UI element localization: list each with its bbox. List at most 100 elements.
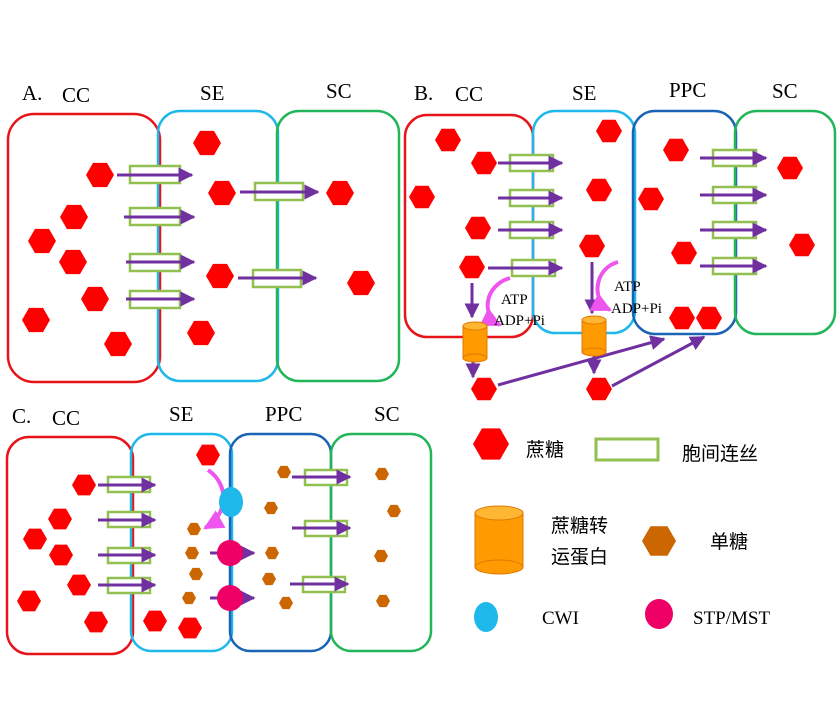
panel-a-sucrose-group [22, 130, 375, 357]
sucrose-molecule [596, 119, 622, 143]
sucrose-molecule [187, 320, 215, 346]
sucrose-molecule [638, 187, 664, 211]
monosaccharide-molecule [262, 572, 276, 586]
monosaccharide-molecule [265, 546, 279, 560]
sucrose-molecule [143, 610, 167, 632]
panel-a-cc-label: CC [62, 83, 90, 107]
sucrose-transporter [581, 315, 607, 357]
sucrose-molecule [23, 528, 47, 550]
sucrose-molecule [465, 216, 491, 240]
panel-a: A. CC SE SC [6, 79, 401, 384]
legend-stp-mst-icon [645, 599, 673, 629]
sucrose-molecule [586, 178, 612, 202]
sucrose-molecule [696, 306, 722, 330]
sucrose-molecule [586, 377, 612, 401]
sucrose-molecule [49, 544, 73, 566]
legend-sucrose-icon [473, 428, 509, 460]
sucrose-molecule [789, 233, 815, 257]
sucrose-molecule [59, 249, 87, 275]
monosaccharide-molecule [277, 465, 291, 479]
panel-a-se-label: SE [200, 81, 225, 105]
sucrose-molecule [17, 590, 41, 612]
legend-stp-mst-label: STP/MST [693, 608, 770, 629]
panel-c-ppc-label: PPC [265, 402, 302, 426]
panel-c-sink-cell [329, 432, 433, 653]
panel-b-flow-arrows [464, 150, 768, 388]
panel-b-se-label: SE [572, 81, 597, 105]
panel-b-transporters [462, 315, 607, 363]
legend-transporter-label-line1: 蔗糖转 [551, 515, 608, 537]
sucrose-molecule [671, 241, 697, 265]
panel-c-sc-label: SC [374, 402, 400, 426]
panel-b-cc-label: CC [455, 82, 483, 106]
sucrose-molecule [86, 162, 114, 188]
sucrose-molecule [193, 130, 221, 156]
sucrose-molecule [196, 444, 220, 466]
sucrose-molecule [28, 228, 56, 254]
legend-sucrose-label: 蔗糖 [526, 439, 564, 461]
panel-b-sc-label: SC [772, 79, 798, 103]
legend-plasmodesmata-label: 胞间连丝 [682, 443, 758, 465]
panel-a-companion-cell [6, 112, 162, 384]
monosaccharide-molecule [375, 467, 389, 481]
legend-monosaccharide-icon [642, 526, 676, 556]
sucrose-molecule [60, 204, 88, 230]
panel-a-label: A. [22, 81, 42, 105]
monosaccharide-molecule [387, 504, 401, 518]
panel-b-atp-label-1: ATP [501, 292, 528, 308]
panel-b-atp-label-2: ATP [614, 279, 641, 295]
sucrose-molecule [471, 377, 497, 401]
sucrose-molecule [84, 611, 108, 633]
sucrose-molecule [81, 286, 109, 312]
sucrose-molecule [208, 180, 236, 206]
sucrose-molecule [206, 263, 234, 289]
monosaccharide-molecule [189, 567, 203, 581]
panel-b-adp-label-1: ADP+Pi [494, 313, 545, 329]
apoplast-arrow [497, 335, 666, 387]
sucrose-molecule [178, 617, 202, 639]
sucrose-molecule [669, 306, 695, 330]
panel-c: C. CC SE PPC SC [5, 402, 433, 656]
legend: 蔗糖 胞间连丝 蔗糖转 运蛋白 单糖 CWI STP/MST [473, 428, 770, 632]
panel-b-adp-label-2: ADP+Pi [611, 301, 662, 317]
sucrose-molecule [72, 474, 96, 496]
panel-c-monosaccharide-group [182, 465, 401, 610]
sucrose-molecule [579, 234, 605, 258]
monosaccharide-molecule [376, 594, 390, 608]
energy-curl-arrow [479, 276, 511, 327]
sucrose-transporter [462, 321, 488, 363]
panel-c-companion-cell [5, 435, 135, 656]
stp-mst-transporter [217, 585, 243, 611]
panel-b-ppc-label: PPC [669, 78, 706, 102]
monosaccharide-molecule [185, 546, 199, 560]
legend-plasmodesmata-icon [594, 437, 660, 462]
monosaccharide-molecule [374, 549, 388, 563]
panel-a-sc-label: SC [326, 79, 352, 103]
panel-b-label: B. [414, 81, 433, 105]
panel-c-sucrose-group [17, 444, 220, 639]
legend-monosaccharide-label: 单糖 [710, 531, 748, 553]
sucrose-molecule [663, 138, 689, 162]
cwi-enzyme [219, 487, 243, 517]
panel-a-sieve-element [156, 109, 280, 383]
apoplast-arrow [611, 335, 706, 388]
monosaccharide-molecule [264, 501, 278, 515]
panel-b-sucrose-group [409, 119, 815, 401]
sucrose-molecule [48, 508, 72, 530]
legend-cwi-label: CWI [542, 608, 579, 629]
sucrose-molecule [347, 270, 375, 296]
monosaccharide-molecule [182, 591, 196, 605]
energy-curl-arrow [589, 260, 619, 312]
sucrose-molecule [471, 151, 497, 175]
sucrose-molecule [409, 185, 435, 209]
sucrose-molecule [777, 156, 803, 180]
panel-c-se-label: SE [169, 402, 194, 426]
sucrose-molecule [67, 574, 91, 596]
panel-c-cc-label: CC [52, 406, 80, 430]
stp-mst-transporter [217, 540, 243, 566]
panel-a-sink-cell [275, 109, 401, 383]
sucrose-molecule [459, 255, 485, 279]
sucrose-molecule [104, 331, 132, 357]
legend-transporter-icon [474, 505, 524, 575]
